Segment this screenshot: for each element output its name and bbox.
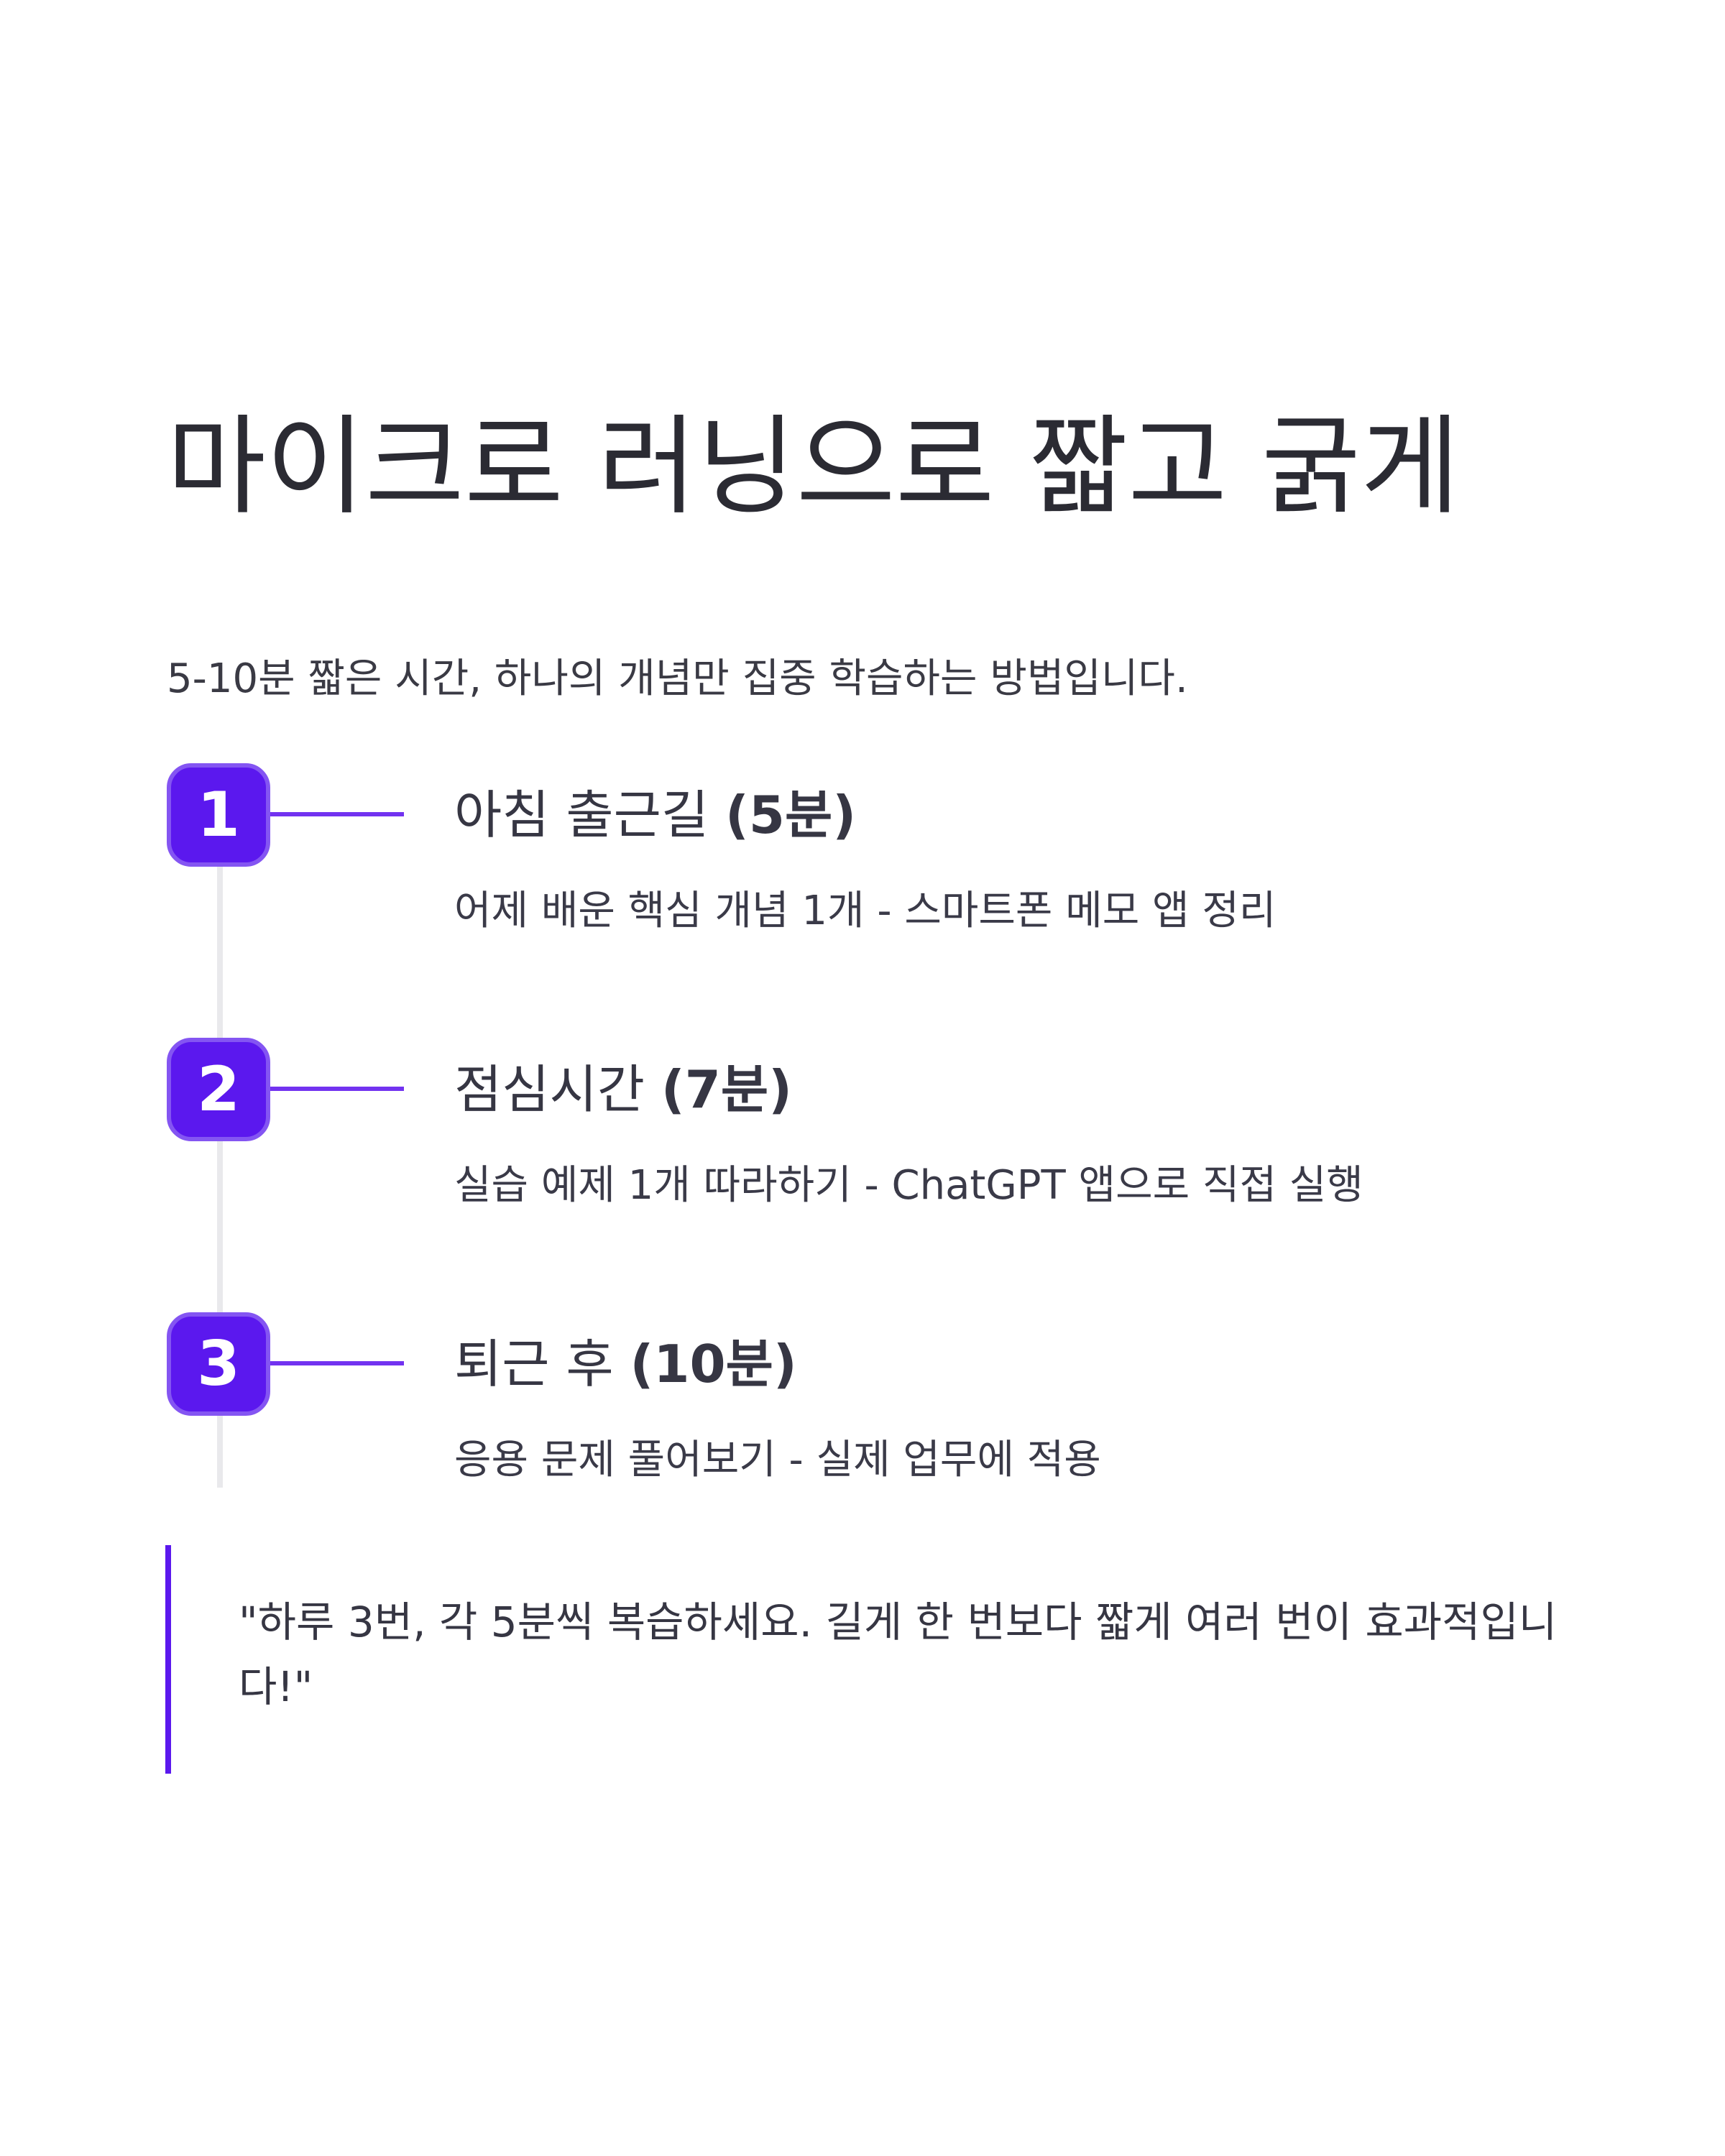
step-duration: (7분) [661, 1059, 793, 1120]
step-connector [270, 1361, 404, 1365]
step-description: 응용 문제 풀어보기 - 실제 업무에 적용 [454, 1437, 1101, 1483]
step-description: 실습 예제 1개 따라하기 - ChatGPT 앱으로 직접 실행 [454, 1162, 1363, 1209]
step-3: 3 퇴근 후 (10분) 응용 문제 풀어보기 - 실제 업무에 적용 [0, 1312, 1725, 1499]
step-title-label: 퇴근 후 [454, 1334, 614, 1394]
page-title: 마이크로 러닝으로 짧고 굵게 [167, 405, 1460, 530]
step-number-badge: 1 [167, 763, 270, 867]
quote-accent-bar [165, 1545, 171, 1774]
step-title: 점심시간 (7분) [454, 1055, 792, 1124]
step-title: 아침 출근길 (5분) [454, 780, 856, 849]
step-connector [270, 812, 404, 816]
timeline-line [217, 805, 223, 1488]
step-1: 1 아침 출근길 (5분) 어제 배운 핵심 개념 1개 - 스마트폰 메모 앱… [0, 763, 1725, 950]
step-title: 퇴근 후 (10분) [454, 1330, 797, 1399]
page-subtitle: 5-10분 짧은 시간, 하나의 개념만 집중 학습하는 방법입니다. [167, 655, 1188, 702]
step-duration: (5분) [724, 785, 857, 845]
step-description: 어제 배운 핵심 개념 1개 - 스마트폰 메모 앱 정리 [454, 888, 1276, 934]
step-title-label: 점심시간 [454, 1059, 645, 1120]
quote-text: "하루 3번, 각 5분씩 복습하세요. 길게 한 번보다 짧게 여러 번이 효… [239, 1598, 1558, 1711]
step-title-label: 아침 출근길 [454, 785, 709, 845]
step-2: 2 점심시간 (7분) 실습 예제 1개 따라하기 - ChatGPT 앱으로 … [0, 1038, 1725, 1225]
step-number-badge: 3 [167, 1312, 270, 1416]
step-duration: (10분) [630, 1334, 797, 1394]
step-connector [270, 1087, 404, 1091]
step-number-badge: 2 [167, 1038, 270, 1141]
